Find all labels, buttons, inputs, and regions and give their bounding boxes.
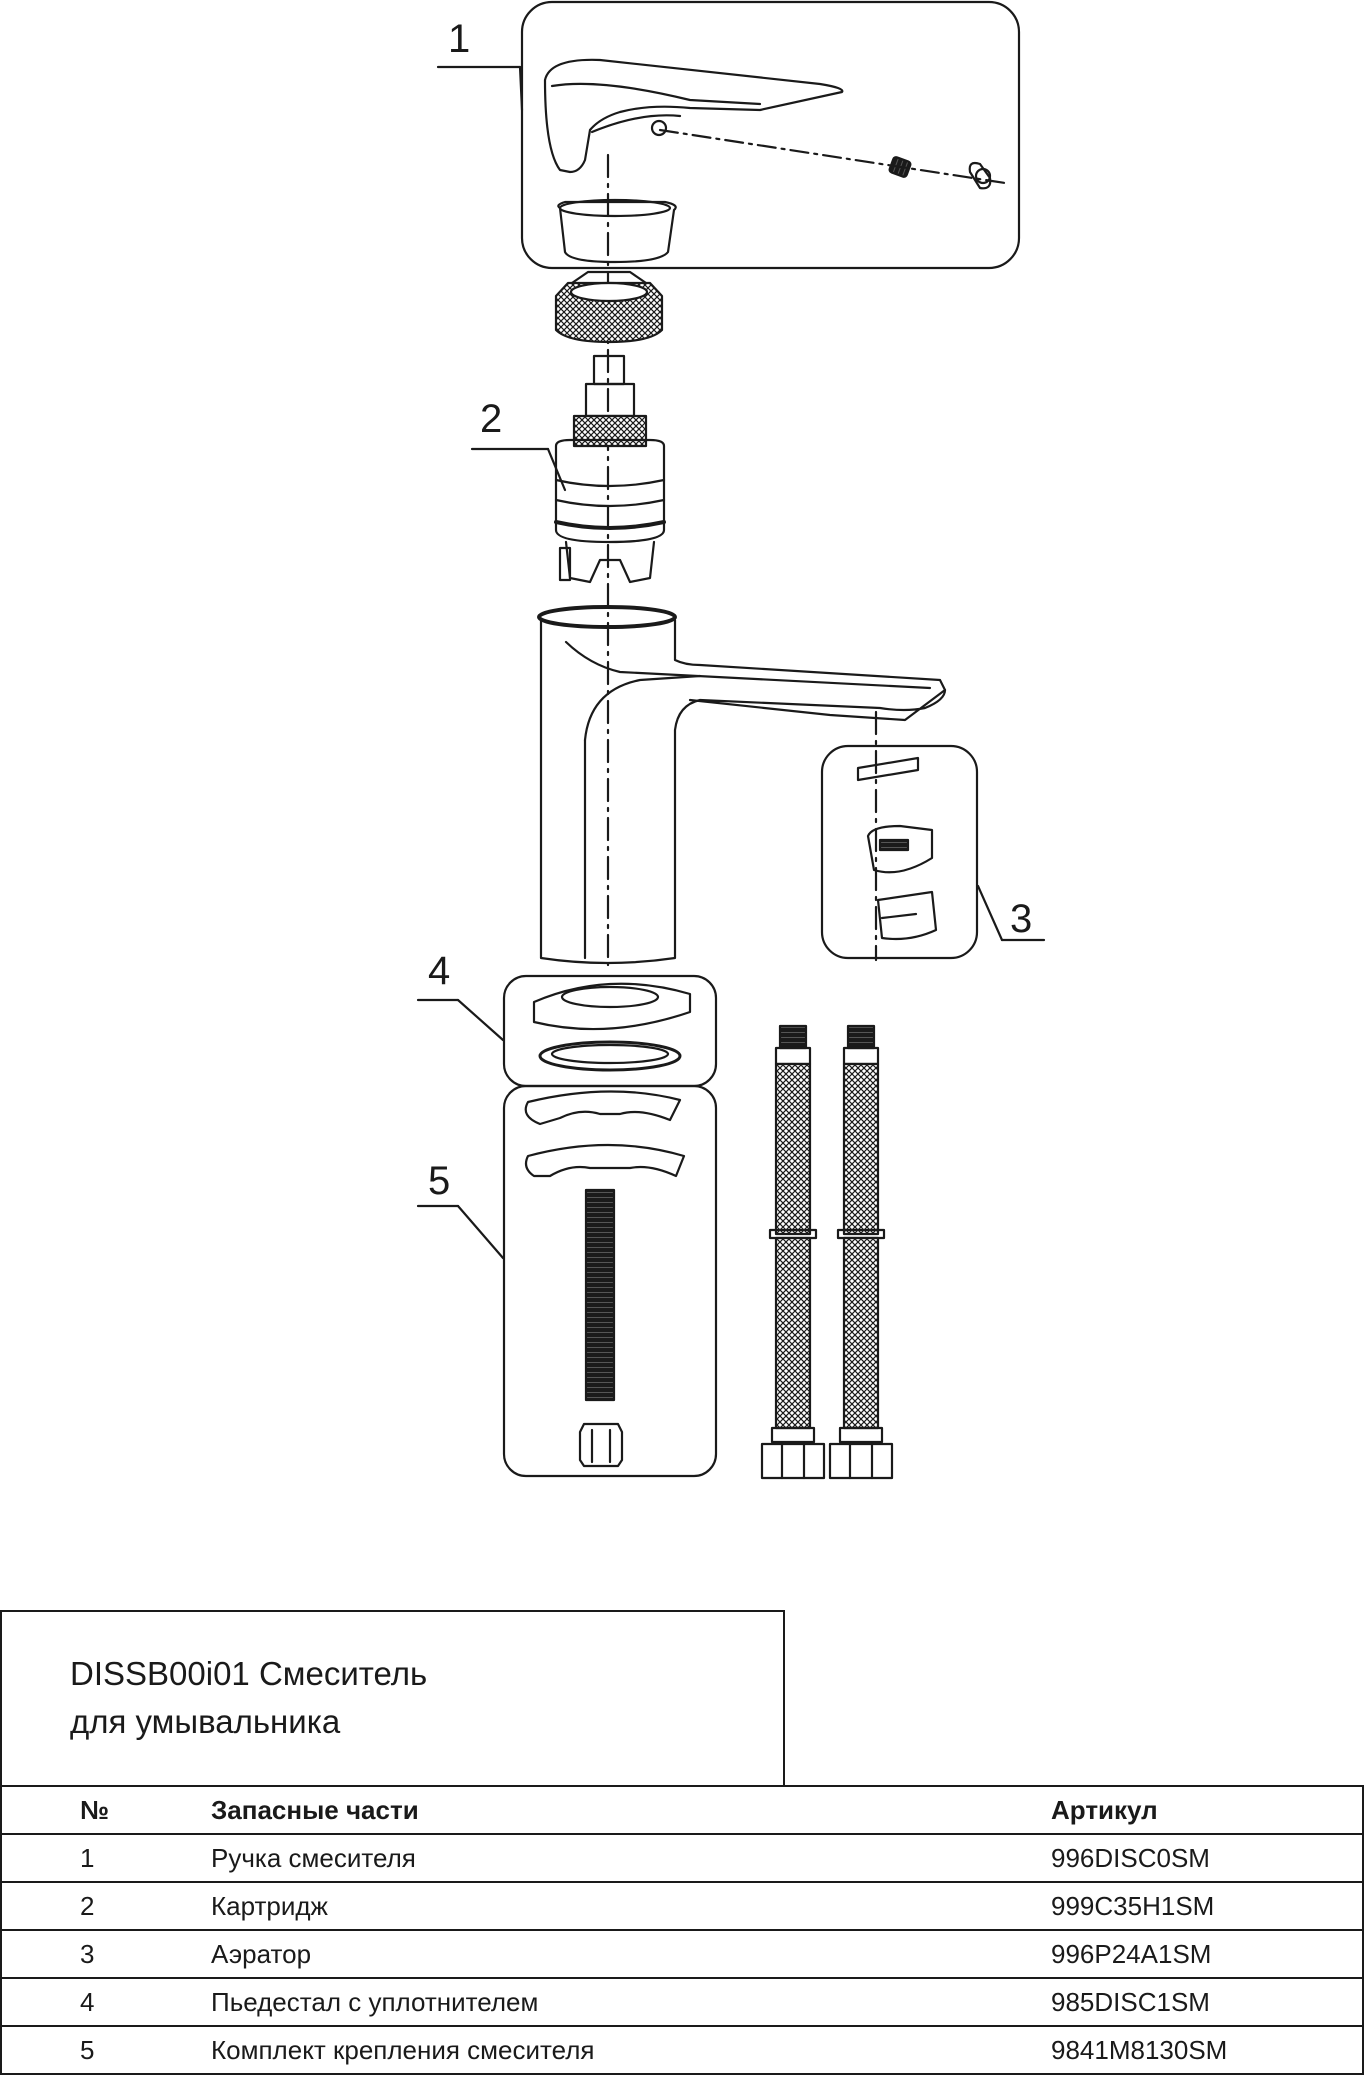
product-title-box: DISSB00i01 Смеситель для умывальника bbox=[0, 1610, 785, 1785]
cartridge-group bbox=[470, 354, 666, 584]
aerator-insert bbox=[866, 824, 934, 874]
pedestal-group bbox=[416, 974, 718, 1088]
mounting-stud bbox=[584, 1188, 616, 1402]
flex-hoses bbox=[760, 1024, 894, 1480]
cartridge-ring-1 bbox=[554, 478, 666, 488]
cartridge-ring-3 bbox=[554, 520, 666, 530]
table-row: 4 Пьедестал с уплотнителем 985DISC1SM bbox=[0, 1977, 1364, 2027]
cartridge-body bbox=[554, 438, 666, 544]
body-top-ring bbox=[537, 605, 677, 629]
table-header-row: № Запасные части Артикул bbox=[0, 1785, 1364, 1835]
faucet-body bbox=[537, 605, 947, 965]
handle-axis bbox=[658, 128, 1007, 185]
hose-2-ferrule bbox=[838, 1426, 884, 1444]
callout-1-leader-d bbox=[518, 65, 524, 112]
handle-plug bbox=[968, 161, 992, 190]
table-row: 5 Комплект крепления смесителя 9841M8130… bbox=[0, 2025, 1364, 2075]
product-subtitle: для умывальника bbox=[70, 1703, 341, 1740]
row-num: 4 bbox=[0, 1977, 211, 2027]
handle-lever bbox=[543, 58, 844, 174]
group-1-frame bbox=[520, 0, 1021, 270]
callout-3: 3 bbox=[1010, 897, 1032, 941]
aerator-gasket bbox=[856, 756, 920, 782]
handle-lever-edge bbox=[550, 82, 762, 106]
row-num: 2 bbox=[0, 1881, 211, 1931]
handle-cap-top bbox=[558, 198, 672, 218]
handle-plug-face bbox=[974, 167, 992, 185]
cartridge-stem bbox=[584, 382, 636, 418]
callout-2: 2 bbox=[480, 397, 502, 441]
row-num: 3 bbox=[0, 1929, 211, 1979]
exploded-view-svg: 1 2 3 4 5 bbox=[416, 0, 1046, 1480]
hose-1-ferrule bbox=[770, 1426, 816, 1444]
hose-1-nut bbox=[760, 1442, 826, 1480]
header-sku: Артикул bbox=[1051, 1785, 1364, 1835]
hose-2-collar bbox=[842, 1046, 880, 1066]
cartridge-base bbox=[564, 540, 656, 584]
hose-2-braid-top bbox=[842, 1062, 880, 1236]
header-num: № bbox=[0, 1785, 211, 1835]
callout-1: 1 bbox=[448, 17, 470, 61]
body-outline bbox=[539, 618, 947, 965]
cartridge-nut bbox=[554, 270, 664, 344]
pedestal-seal-inner bbox=[550, 1043, 670, 1065]
row-name: Ручка смесителя bbox=[211, 1833, 1051, 1883]
mounting-nut bbox=[578, 1422, 624, 1468]
body-spout-top bbox=[673, 618, 947, 692]
hose-1-thread bbox=[778, 1024, 808, 1050]
row-name: Аэратор bbox=[211, 1929, 1051, 1979]
header-name: Запасные части bbox=[211, 1785, 1051, 1835]
hose-1-collar bbox=[774, 1046, 812, 1066]
pedestal-seal bbox=[538, 1040, 682, 1072]
row-name: Комплект крепления смесителя bbox=[211, 2025, 1051, 2075]
body-front-curve bbox=[583, 674, 702, 742]
handle-lever-edge-2 bbox=[590, 114, 682, 134]
callout-5: 5 bbox=[428, 1159, 450, 1203]
row-name: Картридж bbox=[211, 1881, 1051, 1931]
aerator-housing-line bbox=[880, 912, 918, 920]
row-name: Пьедестал с уплотнителем bbox=[211, 1977, 1051, 2027]
row-sku: 996P24A1SM bbox=[1051, 1929, 1364, 1979]
mounting-washer-1 bbox=[524, 1090, 682, 1126]
row-sku: 996DISC0SM bbox=[1051, 1833, 1364, 1883]
cartridge-pin bbox=[558, 546, 572, 582]
hose-2-braid-bottom bbox=[842, 1236, 880, 1430]
body-spout-edge bbox=[564, 640, 932, 690]
row-sku: 985DISC1SM bbox=[1051, 1977, 1364, 2027]
mounting-washer-2 bbox=[524, 1143, 686, 1178]
pedestal-plate bbox=[532, 982, 692, 1031]
table-row: 2 Картридж 999C35H1SM bbox=[0, 1881, 1364, 1931]
aerator-housing bbox=[876, 890, 938, 941]
group-5-frame bbox=[502, 1084, 718, 1478]
handle-cap bbox=[557, 200, 677, 264]
handle-group bbox=[436, 0, 1021, 270]
hose-2-nut bbox=[828, 1442, 894, 1480]
product-title: DISSB00i01 Смеситель bbox=[70, 1655, 428, 1692]
row-num: 1 bbox=[0, 1833, 211, 1883]
row-sku: 999C35H1SM bbox=[1051, 1881, 1364, 1931]
callout-5-leader-d bbox=[456, 1204, 505, 1260]
pedestal-hole bbox=[560, 985, 660, 1009]
table-row: 1 Ручка смесителя 996DISC0SM bbox=[0, 1833, 1364, 1883]
callout-3-leader-d bbox=[976, 884, 1004, 942]
aerator-mesh bbox=[878, 838, 910, 852]
group-3-frame bbox=[820, 744, 979, 960]
hose-2-thread bbox=[846, 1024, 876, 1050]
cartridge-ring-2 bbox=[554, 498, 666, 508]
hose-1-braid-top bbox=[774, 1062, 812, 1236]
row-num: 5 bbox=[0, 2025, 211, 2075]
row-sku: 9841M8130SM bbox=[1051, 2025, 1364, 2075]
mounting-group bbox=[416, 1084, 718, 1478]
handle-screw-hole bbox=[650, 119, 668, 137]
table-row: 3 Аэратор 996P24A1SM bbox=[0, 1929, 1364, 1979]
cartridge-spline bbox=[572, 414, 648, 448]
exploded-view-diagram: 1 2 3 4 5 bbox=[416, 0, 1046, 1480]
hose-1-braid-bottom bbox=[774, 1236, 812, 1430]
callout-4: 4 bbox=[428, 949, 450, 993]
callout-4-leader-d bbox=[456, 998, 505, 1042]
spare-parts-table: № Запасные части Артикул 1 Ручка смесите… bbox=[0, 1785, 1364, 2075]
aerator-group bbox=[820, 744, 1046, 960]
